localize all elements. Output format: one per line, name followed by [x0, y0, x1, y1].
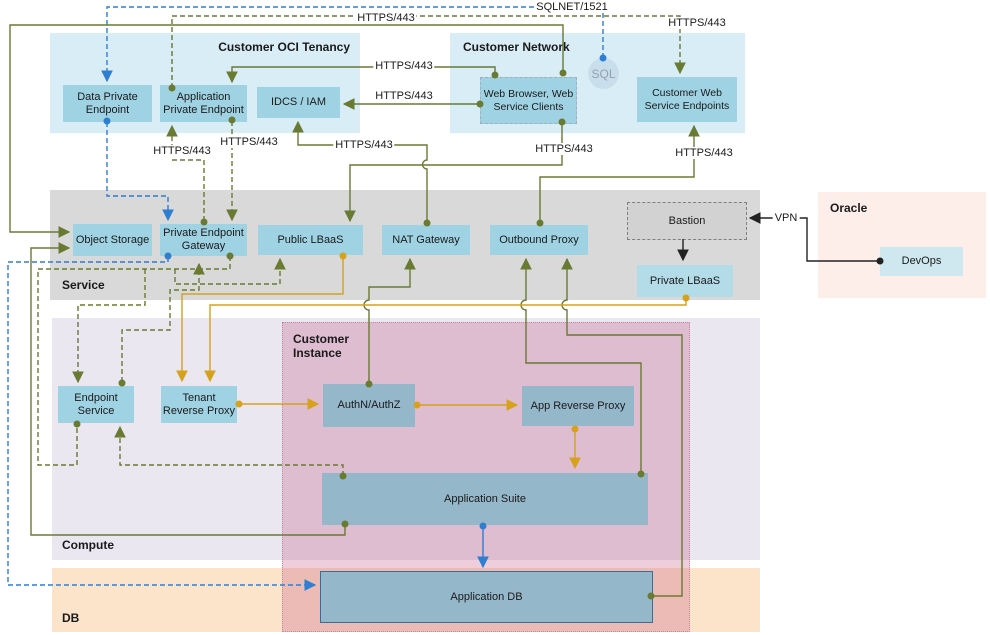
- node-devops: DevOps: [880, 247, 963, 276]
- node-public-lbaas: Public LBaaS: [258, 225, 363, 255]
- edge-label-vpn: VPN: [772, 212, 800, 224]
- zone-oracle: Oracle: [818, 192, 986, 298]
- node-outbound-proxy: Outbound Proxy: [490, 225, 588, 255]
- node-app-reverse-proxy: App Reverse Proxy: [522, 386, 634, 426]
- node-endpoint-service: Endpoint Service: [58, 386, 134, 423]
- edge-label-https-cwse-bottom: HTTPS/443: [673, 147, 735, 159]
- node-data-private-endpoint: Data Private Endpoint: [63, 85, 152, 122]
- edge-label-https-idcs: HTTPS/443: [373, 90, 435, 102]
- node-authn-authz: AuthN/AuthZ: [323, 384, 415, 427]
- zone-label-oracle: Oracle: [830, 201, 868, 215]
- zone-label-tenancy: Customer OCI Tenancy: [218, 40, 350, 54]
- zone-label-network: Customer Network: [463, 40, 570, 54]
- zone-label-compute: Compute: [62, 538, 114, 553]
- node-private-endpoint-gateway: Private Endpoint Gateway: [160, 224, 247, 256]
- node-sql: SQL: [588, 58, 619, 89]
- zone-label-db: DB: [62, 611, 80, 626]
- zone-label-service: Service: [62, 278, 105, 293]
- zone-label-customer-instance: Customer Instance: [293, 332, 350, 360]
- edge-label-sqlnet: SQLNET/1521: [534, 1, 610, 13]
- node-application-private-endpoint: Application Private Endpoint: [160, 85, 247, 122]
- node-bastion: Bastion: [627, 202, 747, 240]
- edge-label-https-ape: HTTPS/443: [373, 60, 435, 72]
- node-web-browser-clients: Web Browser, Web Service Clients: [480, 77, 577, 124]
- node-application-db: Application DB: [320, 571, 653, 623]
- edge-label-https-lbaas: HTTPS/443: [533, 143, 595, 155]
- edge-label-https-peg-down: HTTPS/443: [218, 136, 280, 148]
- node-tenant-reverse-proxy: Tenant Reverse Proxy: [161, 386, 237, 423]
- edge-label-https-nat-idcs: HTTPS/443: [333, 139, 395, 151]
- edge-label-https-top: HTTPS/443: [355, 12, 417, 24]
- edge-label-https-peg-up: HTTPS/443: [151, 145, 213, 157]
- node-idcs-iam: IDCS / IAM: [257, 87, 340, 118]
- edge-label-https-cwse-top: HTTPS/443: [666, 17, 728, 29]
- node-object-storage: Object Storage: [73, 224, 152, 256]
- node-nat-gateway: NAT Gateway: [382, 225, 470, 255]
- node-private-lbaas: Private LBaaS: [637, 265, 733, 297]
- node-application-suite: Application Suite: [322, 473, 648, 525]
- node-customer-web-service-endpoints: Customer Web Service Endpoints: [637, 77, 737, 122]
